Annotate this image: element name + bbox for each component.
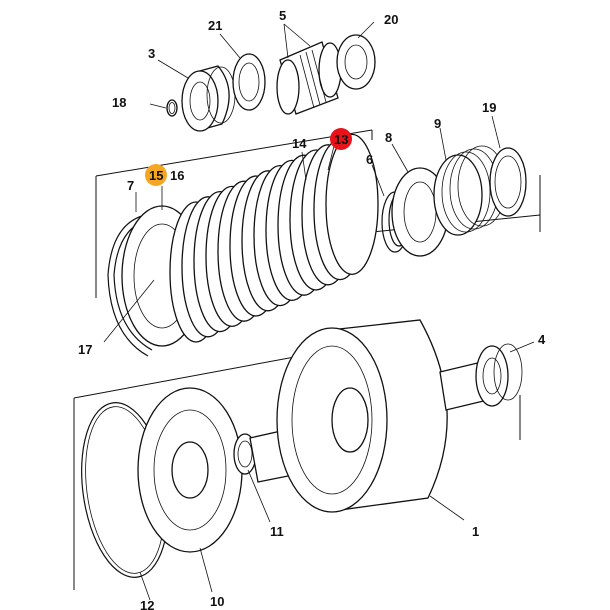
label-14: 14	[292, 136, 307, 151]
label-3: 3	[148, 46, 155, 61]
part-20-thrust-washer	[336, 34, 376, 90]
part-5-needle-sleeve	[276, 41, 342, 115]
label-13: 13	[334, 132, 348, 147]
part-19-retainer	[489, 147, 527, 217]
label-1: 1	[472, 524, 479, 539]
label-20: 20	[384, 12, 398, 27]
part-21-bearing-race	[232, 53, 266, 111]
highlight-badge-13	[330, 128, 352, 150]
part-4-bearing	[475, 343, 523, 407]
label-15: 15	[149, 168, 163, 183]
label-21: 21	[208, 18, 222, 33]
label-10: 10	[210, 594, 224, 609]
part-14-clutch-discs	[169, 133, 379, 343]
part-1-clutch-drum	[249, 319, 497, 513]
label-17: 17	[78, 342, 92, 357]
label-12: 12	[140, 598, 154, 610]
part-10-pump-housing	[137, 387, 243, 553]
label-11: 11	[270, 524, 284, 539]
part-3-bearing	[181, 65, 236, 132]
label-6: 6	[366, 152, 373, 167]
part-18-snap-ring	[166, 99, 178, 117]
highlight-badge-15	[145, 164, 167, 186]
label-5: 5	[279, 8, 286, 23]
label-7: 7	[127, 178, 134, 193]
leader-lines	[103, 21, 535, 601]
label-16: 16	[170, 168, 184, 183]
clutch-disc	[325, 133, 379, 276]
label-18: 18	[112, 95, 126, 110]
label-19: 19	[482, 100, 496, 115]
label-4: 4	[538, 332, 546, 347]
label-8: 8	[385, 130, 392, 145]
label-9: 9	[434, 116, 441, 131]
